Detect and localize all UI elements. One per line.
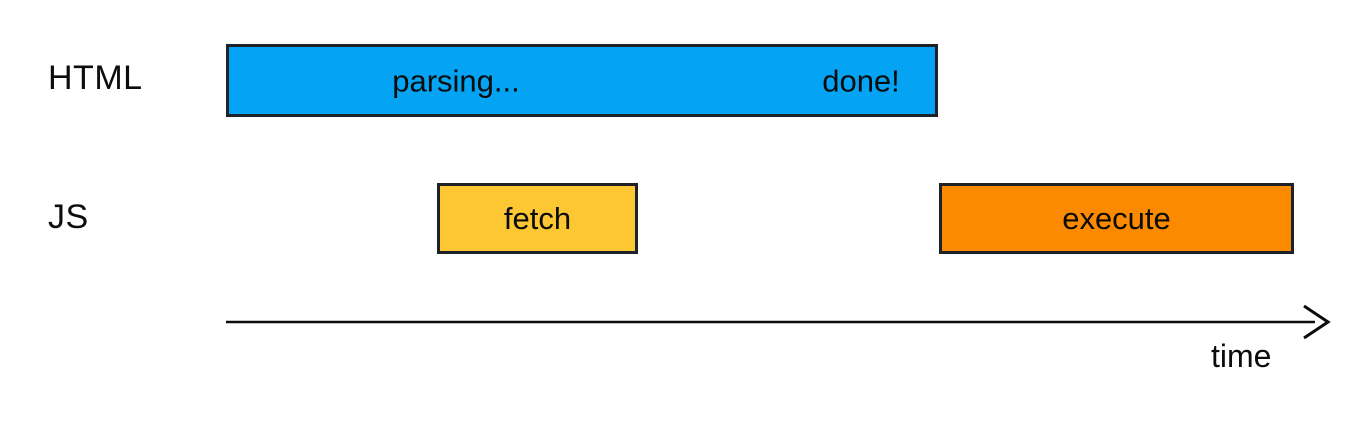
row-label-html: HTML: [48, 59, 143, 97]
fetch-label: fetch: [503, 201, 572, 236]
js-fetch-bar: fetch: [437, 183, 638, 254]
done-label: done!: [822, 63, 900, 98]
parsing-label: parsing...: [392, 63, 520, 98]
execute-label: execute: [1062, 201, 1171, 236]
time-axis-arrowhead-icon: [1303, 304, 1331, 340]
row-label-js: JS: [48, 198, 89, 236]
time-axis-label: time: [1211, 338, 1272, 374]
html-parsing-bar: parsing... done!: [226, 44, 938, 117]
js-execute-bar: execute: [939, 183, 1294, 254]
